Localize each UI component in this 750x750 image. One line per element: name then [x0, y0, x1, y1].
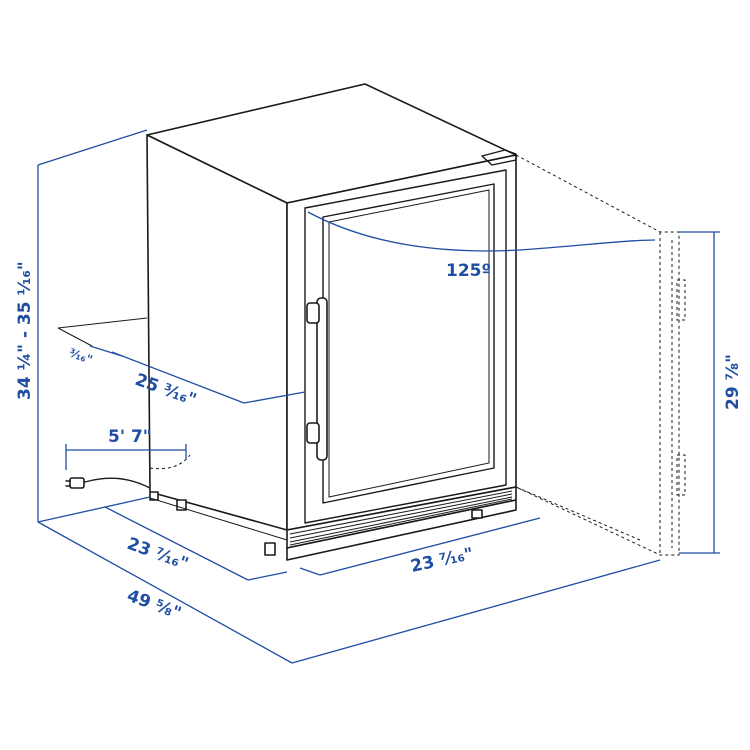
label-height-total: 34 ¼" - 35 ⅟₁₆": [15, 261, 35, 400]
door-glass-inner: [328, 189, 490, 498]
door-frame: [304, 169, 507, 524]
open-door-outline: [515, 154, 686, 556]
feet: [149, 491, 483, 556]
label-total-depth-open: 49 ⅝": [124, 586, 183, 624]
label-small-gap: ³⁄₁₆": [67, 346, 94, 367]
label-door-angle: 125º: [446, 261, 491, 281]
dimension-lines: [37, 129, 720, 664]
label-depth-side: 23 ⁷⁄₁₆": [124, 534, 191, 575]
cabinet-side: [146, 134, 288, 531]
reference-lines: [57, 317, 148, 347]
floor-line: [149, 492, 288, 541]
label-door-height: 29 ⅞": [723, 354, 743, 410]
top-hinge: [481, 149, 517, 166]
label-cord-length: 5' 7": [108, 427, 152, 447]
power-cord: [65, 454, 191, 489]
door-handle: [306, 297, 328, 461]
bottom-grille: [286, 486, 517, 561]
appliance-body: [146, 83, 517, 561]
